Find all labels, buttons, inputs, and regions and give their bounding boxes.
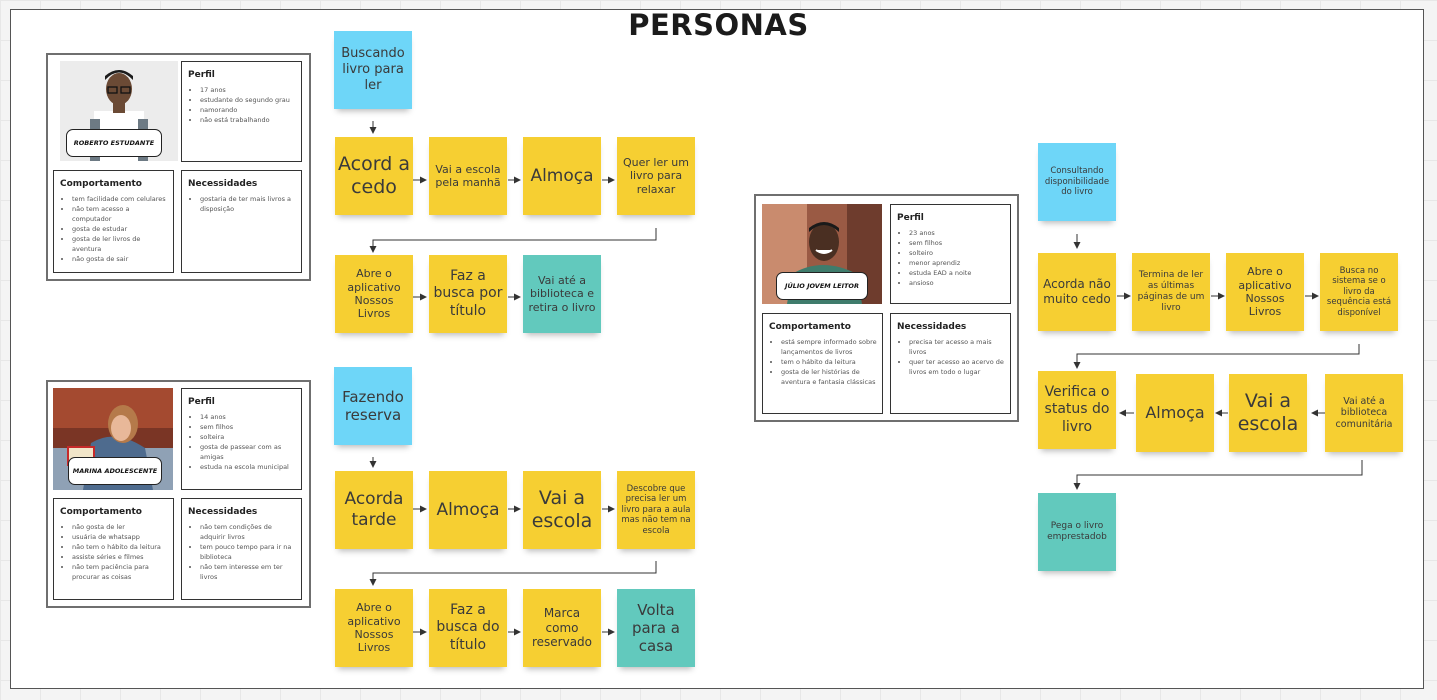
persona-name-marina: MARINA ADOLESCENTE [68,457,162,485]
comportamento-item: não gosta de ler [72,522,169,532]
comportamento-heading: Comportamento [769,322,851,332]
page-title: PERSONAS [628,8,809,42]
necessidades-item: não tem condições de adquirir livros [200,522,297,542]
sticky-step[interactable]: Vai a escola pela manhã [429,137,507,215]
comportamento-item: tem facilidade com celulares [72,194,169,204]
persona-name-roberto: ROBERTO ESTUDANTE [66,129,162,157]
perfil-item: estuda na escola municipal [200,462,297,472]
perfil-heading: Perfil [188,397,215,407]
sticky-step[interactable]: Acorda tarde [335,471,413,549]
perfil-item: estuda EAD a noite [909,268,1006,278]
perfil-item: 23 anos [909,228,1006,238]
persona-card-roberto[interactable]: ROBERTO ESTUDANTE Perfil 17 anos estudan… [46,53,311,281]
persona-card-julio[interactable]: JÚLIO JOVEM LEITOR Perfil 23 anos sem fi… [754,194,1019,422]
sticky-step[interactable]: Abre o aplicativo Nossos Livros [335,589,413,667]
necessidades-box-roberto: Necessidades gostaria de ter mais livros… [181,170,302,273]
persona-name-julio: JÚLIO JOVEM LEITOR [776,272,868,300]
perfil-item: sem filhos [200,422,297,432]
sticky-step[interactable]: Almoça [523,137,601,215]
necessidades-heading: Necessidades [188,507,258,517]
sticky-step[interactable]: Vai a escola [1229,374,1307,452]
perfil-box-marina: Perfil 14 anos sem filhos solteira gosta… [181,388,302,490]
perfil-item: não está trabalhando [200,115,297,125]
sticky-step[interactable]: Acord a cedo [335,137,413,215]
perfil-item: solteira [200,432,297,442]
comportamento-item: não tem acesso a computador [72,204,169,224]
comportamento-box-julio: Comportamento está sempre informado sobr… [762,313,883,414]
perfil-item: estudante do segundo grau [200,95,297,105]
sticky-step[interactable]: Verifica o status do livro [1038,371,1116,449]
comportamento-item: não tem o hábito da leitura [72,542,169,552]
sticky-step[interactable]: Acorda não muito cedo [1038,253,1116,331]
necessidades-item: precisa ter acesso a mais livros [909,337,1006,357]
sticky-step[interactable]: Almoça [1136,374,1214,452]
comportamento-heading: Comportamento [60,179,142,189]
sticky-step[interactable]: Termina de ler as últimas páginas de um … [1132,253,1210,331]
sticky-step[interactable]: Busca no sistema se o livro da sequência… [1320,253,1398,331]
perfil-item: 14 anos [200,412,297,422]
perfil-item: namorando [200,105,297,115]
sticky-step[interactable]: Vai a escola [523,471,601,549]
necessidades-heading: Necessidades [188,179,258,189]
sticky-goal-julio[interactable]: Consultando disponibilidade do livro [1038,143,1116,221]
necessidades-box-marina: Necessidades não tem condições de adquir… [181,498,302,600]
sticky-goal-roberto[interactable]: Buscando livro para ler [334,31,412,109]
sticky-step[interactable]: Marca como reservado [523,589,601,667]
comportamento-item: gosta de ler livros de aventura [72,234,169,254]
sticky-step[interactable]: Quer ler um livro para relaxar [617,137,695,215]
sticky-step[interactable]: Vai até a biblioteca e retira o livro [523,255,601,333]
connector [369,561,657,586]
comportamento-item: está sempre informado sobre lançamentos … [781,337,878,357]
necessidades-heading: Necessidades [897,322,967,332]
perfil-item: sem filhos [909,238,1006,248]
sticky-step[interactable]: Faz a busca do título [429,589,507,667]
comportamento-box-roberto: Comportamento tem facilidade com celular… [53,170,174,273]
comportamento-heading: Comportamento [60,507,142,517]
sticky-step[interactable]: Faz a busca por título [429,255,507,333]
sticky-step[interactable]: Volta para a casa [617,589,695,667]
comportamento-item: assiste séries e filmes [72,552,169,562]
perfil-item: ansioso [909,278,1006,288]
sticky-step[interactable]: Abre o aplicativo Nossos Livros [1226,253,1304,331]
necessidades-item: tem pouco tempo para ir na biblioteca [200,542,297,562]
perfil-heading: Perfil [188,70,215,80]
sticky-goal-marina[interactable]: Fazendo reserva [334,367,412,445]
perfil-box-julio: Perfil 23 anos sem filhos solteiro menor… [890,204,1011,304]
sticky-step[interactable]: Abre o aplicativo Nossos Livros [335,255,413,333]
connector [369,228,657,253]
necessidades-box-julio: Necessidades precisa ter acesso a mais l… [890,313,1011,414]
comportamento-item: tem o hábito da leitura [781,357,878,367]
comportamento-box-marina: Comportamento não gosta de ler usuária d… [53,498,174,600]
comportamento-item: não gosta de sair [72,254,169,264]
comportamento-item: usuária de whatsapp [72,532,169,542]
connector [1073,344,1360,369]
perfil-item: 17 anos [200,85,297,95]
sticky-step[interactable]: Almoça [429,471,507,549]
perfil-heading: Perfil [897,213,924,223]
necessidades-item: gostaria de ter mais livros a disposição [200,194,297,214]
comportamento-item: gosta de estudar [72,224,169,234]
perfil-item: solteiro [909,248,1006,258]
sticky-step[interactable]: Descobre que precisa ler um livro para a… [617,471,695,549]
sticky-step[interactable]: Vai até a biblioteca comunitária [1325,374,1403,452]
connector [1073,460,1363,490]
comportamento-item: gosta de ler histórias de aventura e fan… [781,367,878,387]
perfil-item: menor aprendiz [909,258,1006,268]
perfil-box-roberto: Perfil 17 anos estudante do segundo grau… [181,61,302,162]
necessidades-item: quer ter acesso ao acervo de livros em t… [909,357,1006,377]
necessidades-item: não tem interesse em ter livros [200,562,297,582]
sticky-step-final[interactable]: Pega o livro emprestadob [1038,493,1116,571]
comportamento-item: não tem paciência para procurar as coisa… [72,562,169,582]
persona-card-marina[interactable]: MARINA ADOLESCENTE Perfil 14 anos sem fi… [46,380,311,608]
perfil-item: gosta de passear com as amigas [200,442,297,462]
